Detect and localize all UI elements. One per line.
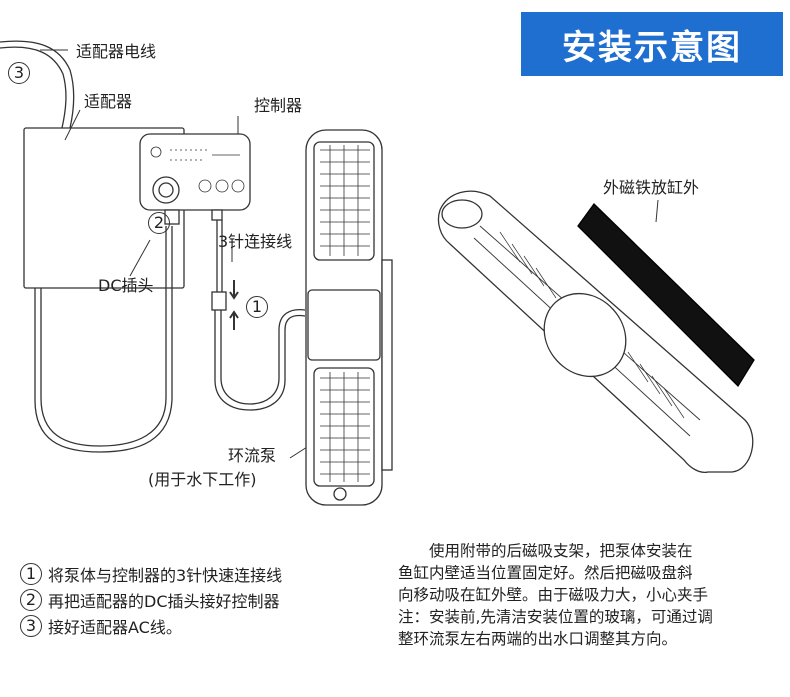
label-pump: 环流泵 [228,446,277,465]
label-pump-note: (用于水下工作) [148,470,257,489]
circulation-pump-vertical [305,129,393,506]
label-dc-plug: DC插头 [98,276,154,295]
label-adapter: 适配器 [84,92,133,111]
circulation-pump-angled [437,190,755,474]
instruction-line: 整环流泵左右两端的出水口调整其方向。 [398,630,678,648]
instruction-line: 鱼缸内壁适当位置固定好。然后把磁吸盘斜 [398,564,693,582]
instruction-line: 注：安装前,先清洁安装位置的玻璃，可通过调 [398,608,713,626]
instruction-line: 向移动吸在缸外壁。由于磁吸力大，小心夹手 [398,586,709,604]
magnet-bar [577,203,755,388]
marker-1: 1 [246,296,268,318]
label-outer-magnet: 外磁铁放缸外 [603,178,700,197]
controller-knob [152,176,180,204]
instruction-paragraph: 使用附带的后磁吸支架，把泵体安装在 鱼缸内壁适当位置固定好。然后把磁吸盘斜 向移… [398,540,776,650]
label-adapter-cable: 适配器电线 [76,42,157,61]
three-pin-connector [211,291,227,311]
marker-2: 2 [148,212,170,234]
page-title: 安装示意图 [521,12,783,76]
adapter-output-cable [34,226,173,453]
marker-3: 3 [8,62,30,84]
instruction-line: 使用附带的后磁吸支架，把泵体安装在 [398,542,693,560]
adapter-cable-line [0,40,75,129]
label-three-pin-cable: 3针连接线 [218,232,293,251]
diagram-drawing [0,40,755,506]
label-controller: 控制器 [254,96,303,115]
controller-box [139,133,251,211]
